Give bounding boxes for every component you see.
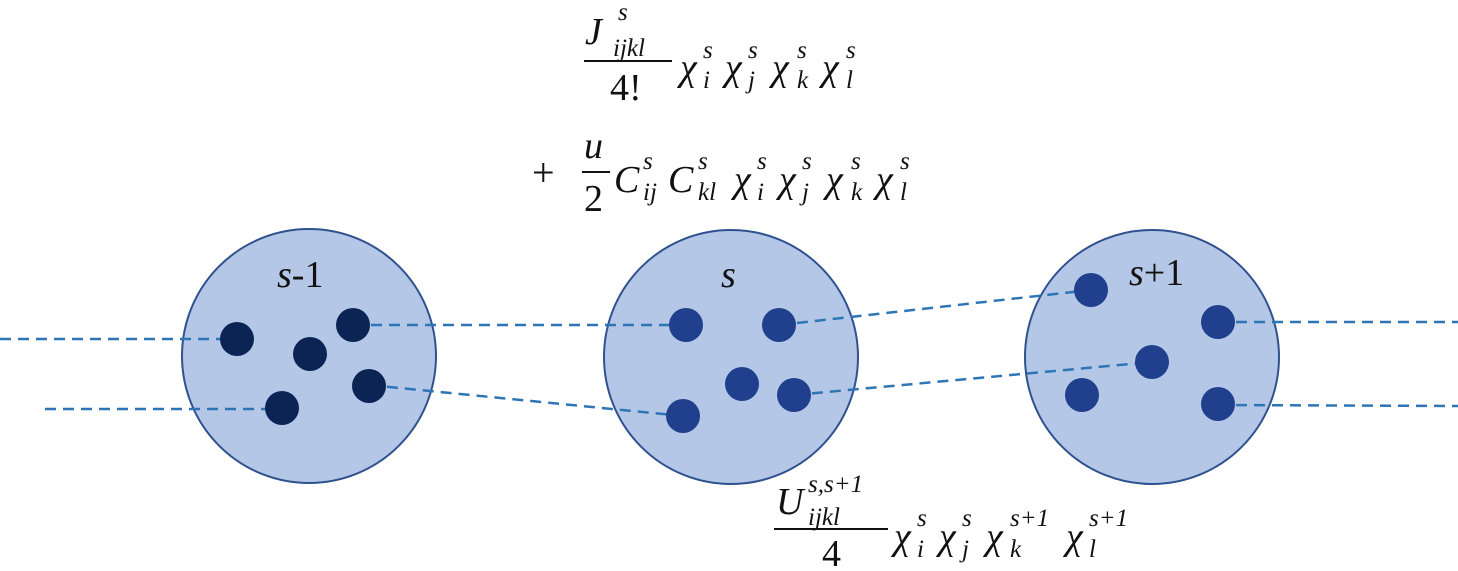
cluster-middle-dots xyxy=(666,308,811,433)
cluster-right-label-suffix: +1 xyxy=(1144,252,1184,294)
formula-top-chi-1-sub: i xyxy=(703,67,710,94)
connection-line xyxy=(1217,403,1458,408)
formula-bottom: U s,s+1 ijkl 4 χ s i χ s j χ s+1 k χ s+1… xyxy=(774,471,1128,571)
connection-line xyxy=(793,360,1153,397)
cluster-left-label: s-1 xyxy=(277,254,323,296)
connections xyxy=(0,288,1458,418)
formula-top: J s ijkl 4! χ s i χ s j χ s k χ s l xyxy=(584,0,856,109)
cluster-middle-label: s xyxy=(721,254,736,296)
fermion-dot xyxy=(1074,273,1108,307)
formula-middle-chi-4: χ xyxy=(872,159,894,201)
cluster-right-label-var: s xyxy=(1129,252,1144,294)
formula-bottom-numerator-var: U xyxy=(776,481,806,523)
formula-middle-c2-sub: kl xyxy=(698,179,716,206)
formula-top-numerator-var: J xyxy=(585,11,604,53)
formula-middle-chi-1-sup: s xyxy=(757,148,767,175)
formula-top-numerator-sup: s xyxy=(618,0,628,26)
formula-middle-chi-4-sup: s xyxy=(900,148,910,175)
cluster-left-label-suffix: -1 xyxy=(292,254,324,296)
formula-middle-denominator: 2 xyxy=(584,178,603,220)
connection-line xyxy=(778,288,1092,327)
formula-top-chi-2: χ xyxy=(721,47,743,89)
fermion-dot xyxy=(725,367,759,401)
cluster-right-label: s+1 xyxy=(1129,252,1184,294)
formula-top-chi-2-sup: s xyxy=(748,37,758,64)
formula-top-chi-3-sub: k xyxy=(797,67,809,94)
fermion-dot xyxy=(1065,378,1099,412)
formula-bottom-numerator-sup: s,s+1 xyxy=(808,471,863,498)
formula-top-chi-1: χ xyxy=(676,47,698,89)
formula-bottom-chi-1-sup: s xyxy=(917,505,927,532)
formula-middle: + u 2 C s ij C s kl χ s i χ s j χ s k χ … xyxy=(532,125,910,220)
fermion-dot xyxy=(220,322,254,356)
formula-bottom-chi-3: χ xyxy=(982,516,1004,558)
formula-middle-c1-sub: ij xyxy=(643,179,657,206)
formula-top-chi-3-sup: s xyxy=(797,37,807,64)
cluster-left-label-var: s xyxy=(277,254,292,296)
formula-bottom-chi-4-sub: l xyxy=(1089,536,1096,563)
fermion-dot xyxy=(1201,305,1235,339)
formula-middle-plus: + xyxy=(532,150,555,195)
cluster-right-dots xyxy=(1065,273,1235,421)
formula-middle-chi-2-sub: j xyxy=(799,179,809,206)
formula-top-chi-2-sub: j xyxy=(745,67,755,94)
fermion-dot xyxy=(1201,387,1235,421)
formula-middle-chi-2: χ xyxy=(775,159,797,201)
fermion-dot xyxy=(1135,345,1169,379)
formula-bottom-chi-4-sup: s+1 xyxy=(1089,505,1128,532)
formula-middle-chi-1-sub: i xyxy=(757,179,764,206)
cluster-left-dots xyxy=(220,308,386,425)
fermion-dot xyxy=(669,308,703,342)
formula-top-chi-4-sub: l xyxy=(846,67,853,94)
formula-middle-c1-sup: s xyxy=(643,148,653,175)
cluster-middle-label-var: s xyxy=(721,254,736,296)
formula-bottom-chi-3-sup: s+1 xyxy=(1010,505,1049,532)
formula-top-chi-4: χ xyxy=(818,47,840,89)
fermion-dot xyxy=(336,308,370,342)
formula-middle-numerator: u xyxy=(584,125,603,167)
formula-top-chi-1-sup: s xyxy=(703,37,713,64)
formula-top-numerator-sub: ijkl xyxy=(613,35,645,62)
formula-bottom-denominator: 4 xyxy=(822,533,841,571)
formula-middle-c2: C xyxy=(668,159,694,201)
formula-bottom-chi-2-sup: s xyxy=(962,505,972,532)
formula-bottom-chi-2: χ xyxy=(935,516,957,558)
formula-top-chi-4-sup: s xyxy=(846,37,856,64)
formula-bottom-chi-1-sub: i xyxy=(917,536,924,563)
formula-middle-chi-3-sub: k xyxy=(851,179,863,206)
fermion-dot xyxy=(293,337,327,371)
formula-middle-chi-3: χ xyxy=(822,159,844,201)
formula-bottom-chi-3-sub: k xyxy=(1010,536,1022,563)
formula-top-chi-3: χ xyxy=(768,47,790,89)
fermion-dot xyxy=(762,308,796,342)
fermion-dot xyxy=(777,378,811,412)
formula-middle-chi-4-sub: l xyxy=(900,179,907,206)
fermion-dot xyxy=(265,391,299,425)
formula-top-denominator: 4! xyxy=(610,67,642,109)
formula-bottom-chi-2-sub: j xyxy=(959,536,969,563)
formula-middle-chi-3-sup: s xyxy=(851,148,861,175)
connection-line xyxy=(368,383,684,418)
formula-bottom-numerator-sub: ijkl xyxy=(808,504,840,531)
fermion-dot xyxy=(666,399,700,433)
formula-middle-chi-2-sup: s xyxy=(802,148,812,175)
formula-middle-chi-1: χ xyxy=(730,159,752,201)
formula-bottom-chi-1: χ xyxy=(890,516,912,558)
formula-middle-c2-sup: s xyxy=(698,148,708,175)
fermion-dot xyxy=(352,369,386,403)
formula-bottom-chi-4: χ xyxy=(1062,516,1084,558)
formula-middle-c1: C xyxy=(614,159,640,201)
